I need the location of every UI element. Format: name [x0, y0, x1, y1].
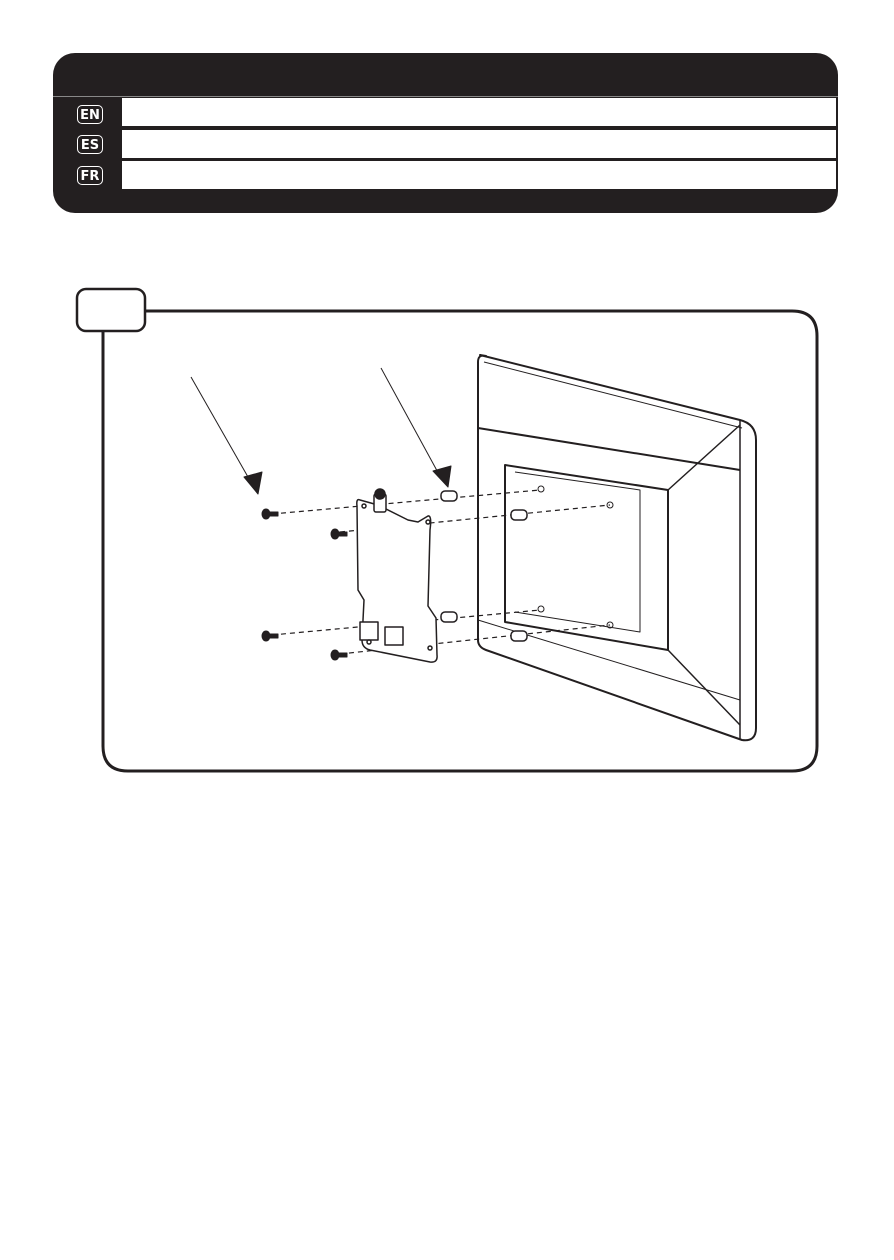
language-row-en — [122, 98, 836, 126]
monitor — [477, 354, 757, 742]
header-divider — [53, 96, 838, 97]
screws — [261, 508, 348, 661]
language-badge-fr: FR — [77, 166, 103, 185]
mounting-holes — [537, 485, 614, 629]
vesa-bracket — [356, 488, 438, 663]
callout-arrows — [190, 367, 452, 495]
spacers — [440, 490, 528, 642]
language-header-box: EN ES FR — [53, 53, 838, 213]
alignment-lines — [271, 489, 611, 655]
step-panel-border — [101, 309, 819, 773]
monitor-vesa-recess — [504, 464, 669, 651]
step-number-tab — [75, 287, 147, 333]
language-badge-es: ES — [77, 135, 103, 154]
language-badge-en: EN — [77, 105, 103, 124]
language-row-fr — [122, 161, 836, 189]
language-row-es — [122, 130, 836, 158]
